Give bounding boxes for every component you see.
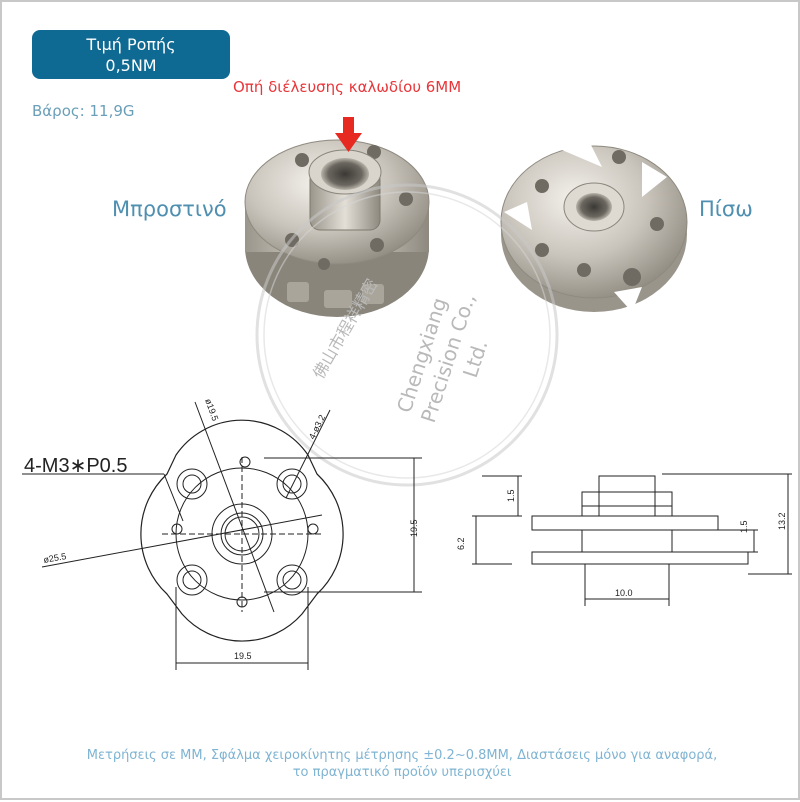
dim-horizontal-19-5: 19.5 [234,651,252,661]
dim-diameter-25-5: ø25.5 [43,551,67,565]
thread-label: 4-M3∗P0.5 [24,455,127,477]
dim-diameter-19-5: ø19.5 [203,397,220,422]
dim-side-1-5-right: 1.5 [739,520,749,533]
back-label: Πίσω [699,197,753,221]
front-label: Μπροστινό [112,197,227,221]
back-photo [500,137,688,312]
dim-side-6-2: 6.2 [456,537,466,550]
watermark [255,183,559,487]
side-view-drawing [472,473,792,606]
dim-side-13-2: 13.2 [777,512,787,530]
torque-title: Τιμή Ροπής [86,35,176,54]
red-arrow-down-icon [335,117,362,152]
torque-badge: Τιμή Ροπής 0,5NM [32,30,230,79]
front-photo [244,139,430,317]
footer-line-1: Μετρήσεις σε MM, Σφάλμα χειροκίνητης μέτ… [86,748,718,763]
cable-hole-label: Οπή διέλευσης καλωδίου 6MM [233,78,462,96]
torque-value: 0,5NM [105,56,157,75]
dim-side-1-5-top: 1.5 [506,489,516,502]
dim-hole-3-2: 4-ø3.2 [307,413,327,441]
dim-side-10-0: 10.0 [615,588,633,598]
footer-line-2: το πραγματικό προϊόν υπερισχύει [292,765,512,780]
weight-label: Βάρος: 11,9G [32,102,135,120]
dim-vertical-19-5: 19.5 [409,519,419,537]
top-view-drawing [22,401,422,670]
footer-note: Μετρήσεις σε MM, Σφάλμα χειροκίνητης μέτ… [2,747,800,781]
